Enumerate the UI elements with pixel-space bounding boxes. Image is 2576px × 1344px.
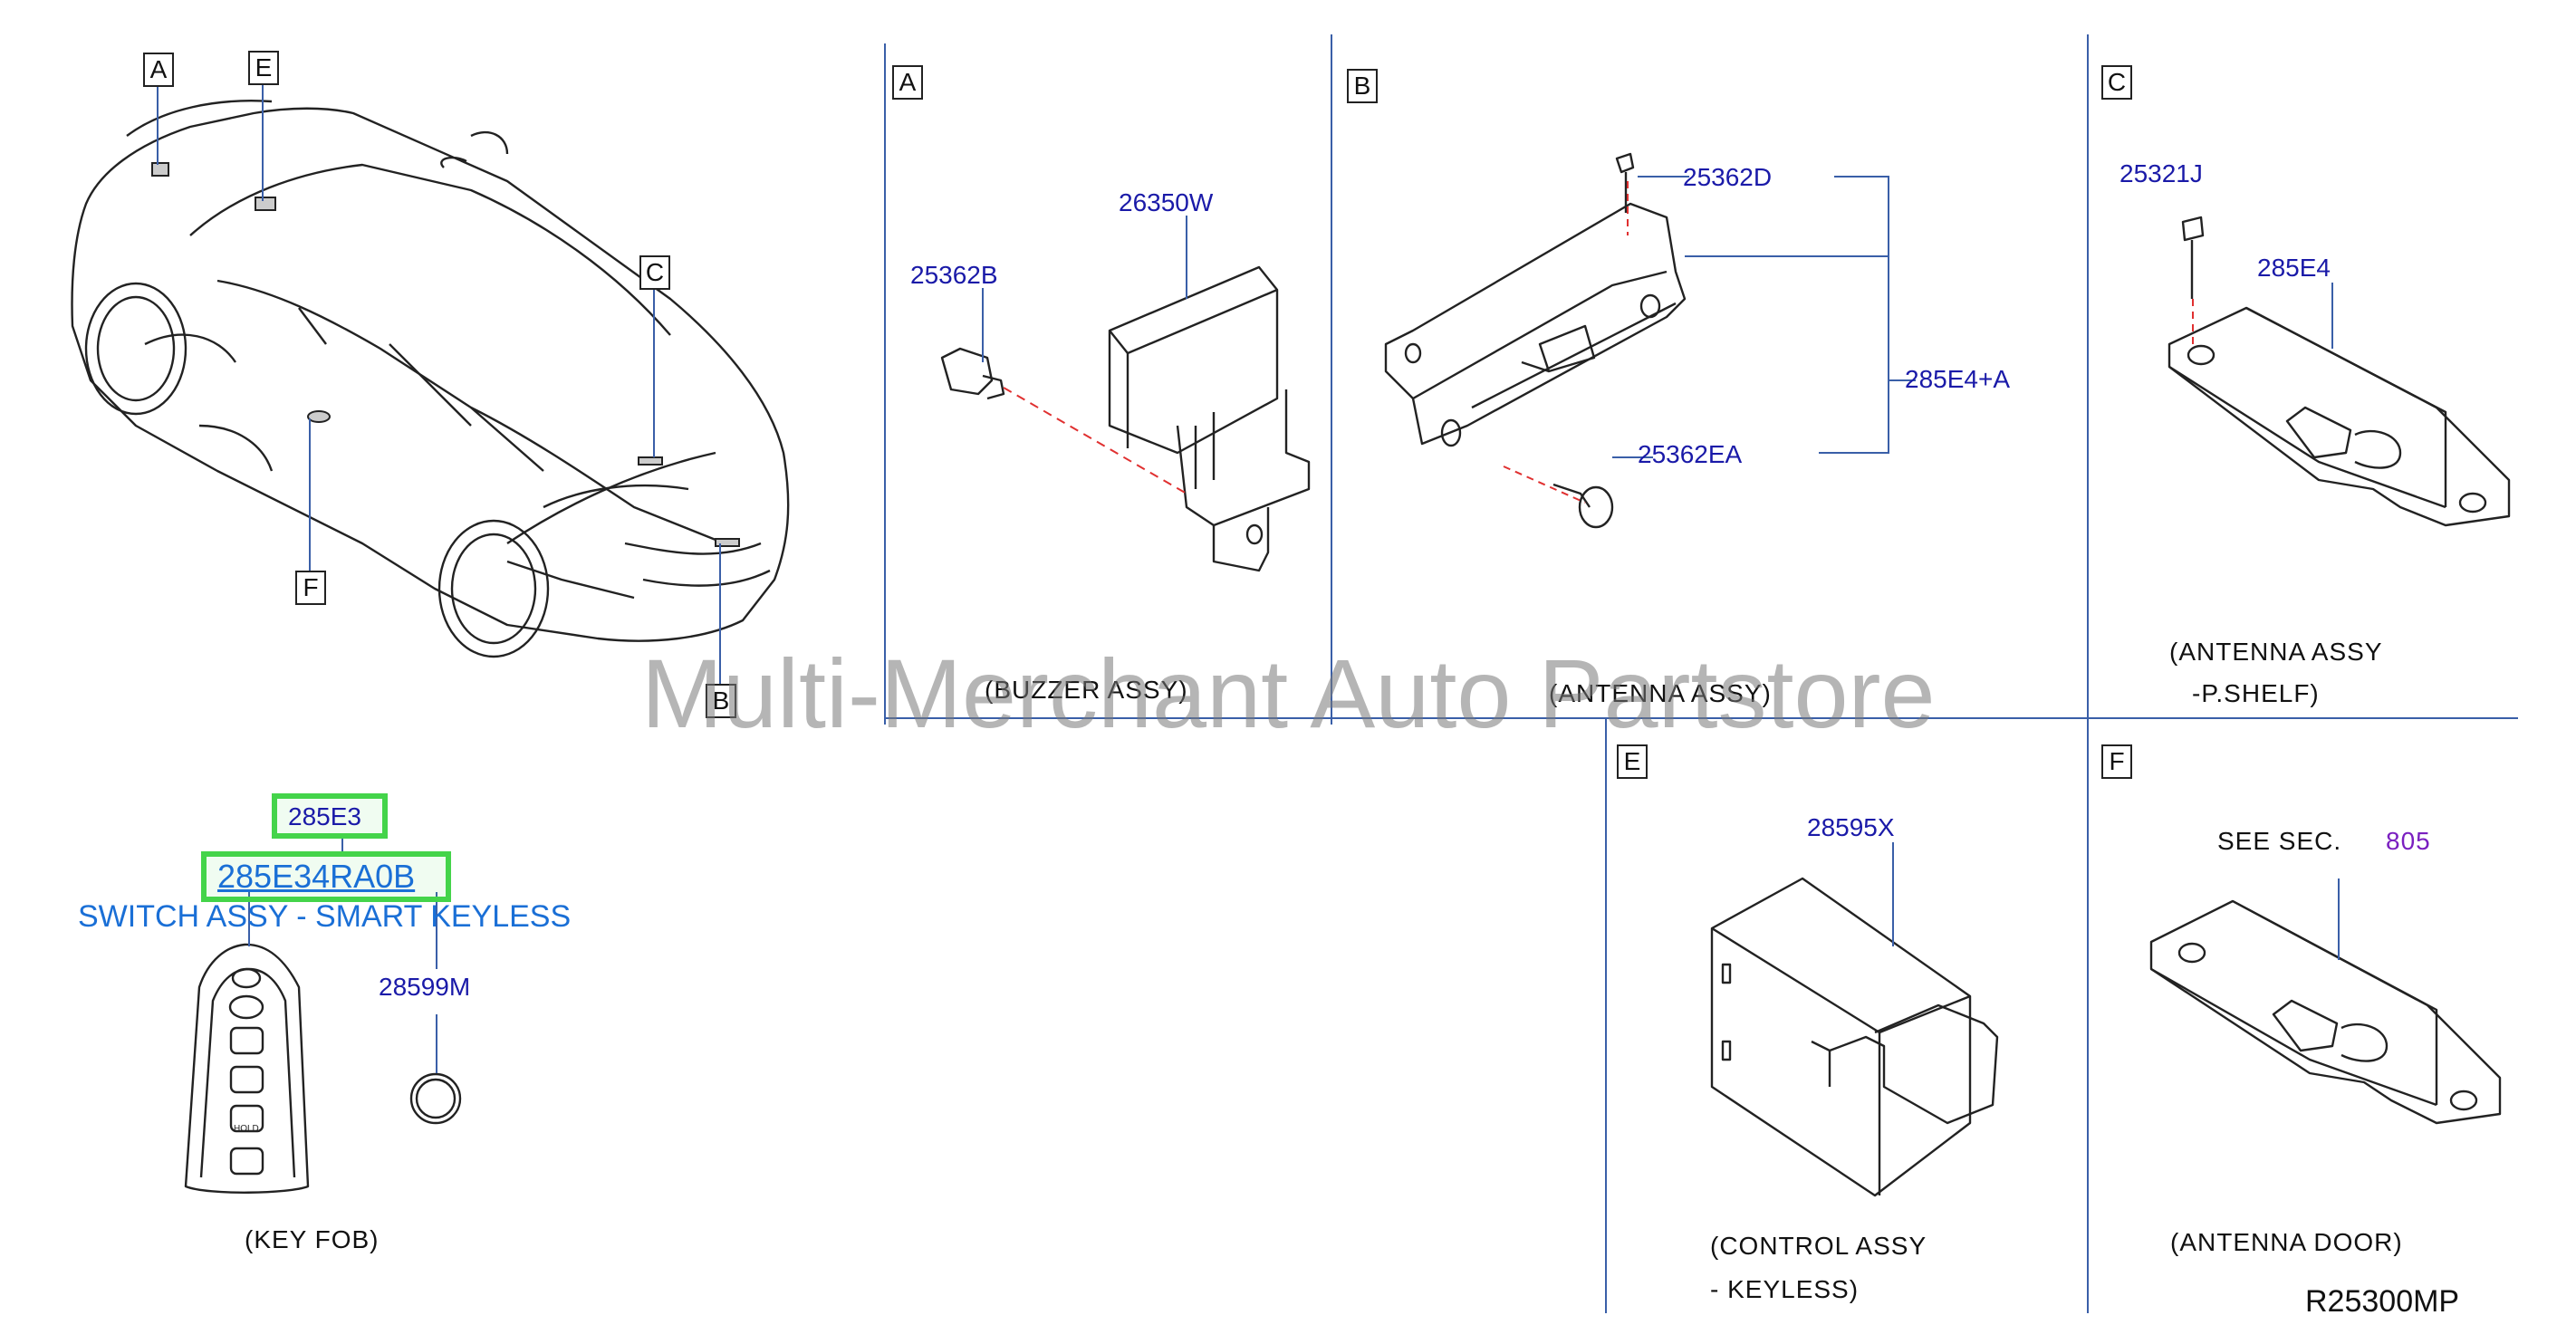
vehicle-callout-b[interactable]: B [706, 684, 736, 718]
antenna-c-drawing [2167, 216, 2511, 527]
antenna-assy-caption: (ANTENNA ASSY) [1549, 679, 1772, 707]
control-assy-caption-1: (CONTROL ASSY [1710, 1232, 1927, 1260]
part-285e4a[interactable]: 285E4+A [1905, 365, 2010, 393]
watermark: Multi-Merchant Auto Partstore [641, 638, 1936, 748]
buzzer-caption: (BUZZER ASSY) [985, 676, 1188, 704]
panel-f-label: F [2101, 744, 2132, 779]
vehicle-wheels [84, 282, 550, 658]
buzzer-drawing [940, 265, 1311, 572]
highlight-285e34ra0b [201, 851, 451, 902]
part-28599m[interactable]: 28599M [379, 973, 471, 1001]
part-28595x[interactable]: 28595X [1807, 813, 1895, 841]
part-25362b[interactable]: 25362B [910, 261, 998, 289]
vehicle-callout-e[interactable]: E [248, 51, 279, 85]
panel-b-label: B [1347, 69, 1378, 103]
part-285e4[interactable]: 285E4 [2257, 254, 2331, 282]
panel-a-leaders [982, 216, 1187, 362]
part-25362ea[interactable]: 25362EA [1638, 440, 1743, 468]
antenna-f-drawing [2149, 899, 2502, 1125]
vehicle-callout-f[interactable]: F [295, 571, 326, 605]
control-unit-drawing [1710, 877, 1999, 1197]
see-sec-link[interactable]: 805 [2386, 827, 2431, 855]
vehicle-callout-a[interactable]: A [143, 53, 174, 87]
part-285e3[interactable]: 285E3 [288, 802, 361, 830]
panel-c-label: C [2101, 65, 2132, 100]
vehicle-callout-c[interactable]: C [639, 255, 670, 290]
see-sec-label: SEE SEC. [2217, 827, 2342, 855]
panel-dividers [884, 34, 2518, 1313]
part-25321j[interactable]: 25321J [2119, 159, 2203, 187]
vehicle-callout-leaders [157, 83, 721, 684]
key-fob-caption: (KEY FOB) [245, 1225, 380, 1253]
hold-label: HOLD [234, 1124, 259, 1134]
antenna-b-fastener-leaders [1503, 181, 1629, 504]
antenna-b-drawing [1384, 152, 1687, 529]
highlight-285e3 [272, 793, 388, 839]
vehicle-component-marks [151, 162, 740, 547]
antenna-shelf-caption-2: -P.SHELF) [2192, 679, 2320, 707]
antenna-b-bracket [1612, 176, 1916, 458]
diagram-code: R25300MP [2305, 1284, 2460, 1319]
antenna-shelf-caption-1: (ANTENNA ASSY [2169, 638, 2383, 666]
part-285e34ra0b-link[interactable]: 285E34RA0B [217, 858, 416, 895]
part-25362d[interactable]: 25362D [1683, 163, 1773, 191]
antenna-door-caption: (ANTENNA DOOR) [2170, 1228, 2403, 1256]
panel-e-label: E [1617, 744, 1648, 779]
buzzer-bolt-leader [1003, 387, 1187, 494]
control-assy-caption-2: - KEYLESS) [1710, 1275, 1860, 1303]
vehicle-outline [71, 100, 790, 642]
part-26350w[interactable]: 26350W [1119, 188, 1214, 216]
switch-assy-description: SWITCH ASSY - SMART KEYLESS [78, 899, 572, 934]
key-fob-drawing [184, 943, 462, 1194]
panel-a-label: A [892, 65, 923, 100]
